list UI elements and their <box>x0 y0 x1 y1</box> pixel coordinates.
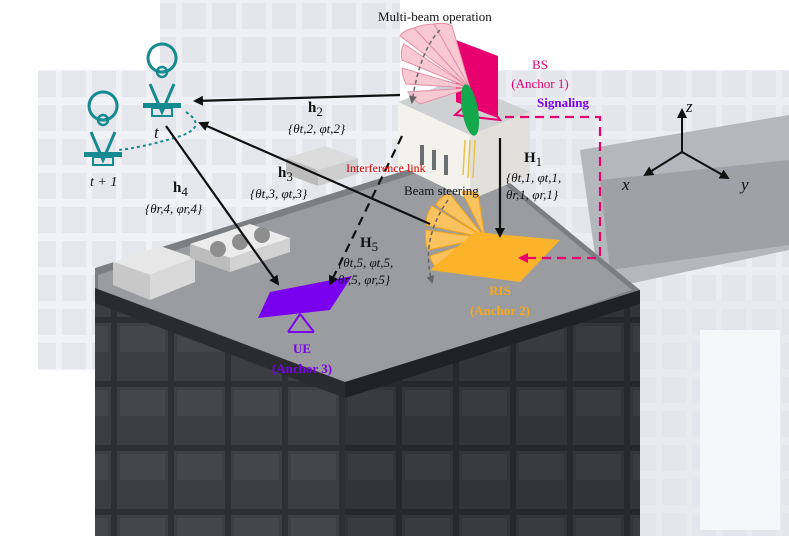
H5-params2: θr,5, φr,5} <box>338 272 391 288</box>
link-h3 <box>198 121 431 226</box>
ris-label: RIS (Anchor 2) <box>455 284 545 317</box>
signaling-link <box>505 115 602 263</box>
multi-beam-fan <box>399 22 471 105</box>
axis-y-label: y <box>741 175 749 194</box>
channel-h3: h3 {θt,3, φt,3} <box>250 165 308 202</box>
h4-sub: 4 <box>181 184 188 200</box>
link-h4 <box>165 125 280 286</box>
ue-anchor: (Anchor 3) <box>271 361 333 376</box>
ue-name: UE <box>292 341 312 356</box>
channel-H5: H5 {θt,5, φt,5, θr,5, φr,5} <box>338 235 394 288</box>
uav-t <box>143 42 181 117</box>
channel-h4: h4 {θr,4, φr,4} <box>145 180 203 217</box>
ris-name: RIS <box>489 283 511 298</box>
H1-params2: θr,1, φr,1} <box>506 187 559 203</box>
uav-t1-label: t + 1 <box>90 175 118 190</box>
h4-name: h <box>173 180 182 196</box>
h3-params: {θt,3, φt,3} <box>250 186 308 202</box>
h4-params: {θr,4, φr,4} <box>145 201 203 217</box>
links <box>165 93 602 286</box>
ris-panel <box>430 232 560 282</box>
uav-t-label: t <box>154 123 159 142</box>
axis-z-label: z <box>686 97 693 116</box>
bs-feed-lines <box>462 139 476 179</box>
H1-params1: {θt,1, φt,1, <box>506 170 562 186</box>
ue-label: UE (Anchor 3) <box>257 342 347 375</box>
beam-steering-label: Beam steering <box>404 183 479 198</box>
multi-beam-title: Multi-beam operation <box>378 9 492 24</box>
interference-label: Interference link <box>346 161 426 175</box>
link-h2 <box>193 93 401 106</box>
bs-anchor: (Anchor 1) <box>511 76 569 91</box>
bs-name: BS <box>532 57 548 72</box>
H5-name: H <box>360 235 372 251</box>
channel-h2: h2 {θt,2, φt,2} <box>288 100 346 137</box>
ris-element-bs <box>460 84 480 136</box>
ris-anchor: (Anchor 2) <box>469 303 531 318</box>
h3-sub: 3 <box>286 169 293 185</box>
H1-name: H <box>524 150 536 166</box>
h3-name: h <box>278 165 287 181</box>
h2-sub: 2 <box>316 104 323 120</box>
main-building <box>95 150 640 536</box>
ue-stand <box>287 313 315 333</box>
H1-sub: 1 <box>535 154 543 170</box>
ue-panel <box>258 276 352 318</box>
H5-sub: 5 <box>371 239 379 255</box>
link-H5 <box>329 135 403 286</box>
signaling-label: Signaling <box>537 95 590 110</box>
h2-name: h <box>308 100 317 116</box>
h2-params: {θt,2, φt,2} <box>288 121 346 137</box>
H5-params1: {θt,5, φt,5, <box>338 255 394 271</box>
ris-beam-arrows <box>426 199 449 284</box>
uav-t1 <box>84 90 122 166</box>
channel-H1: H1 {θt,1, φt,1, θr,1, φr,1} <box>506 150 562 203</box>
axis-x-label: x <box>622 175 630 194</box>
bs-label: BS (Anchor 1) <box>505 58 575 90</box>
coordinate-axes <box>643 108 730 179</box>
